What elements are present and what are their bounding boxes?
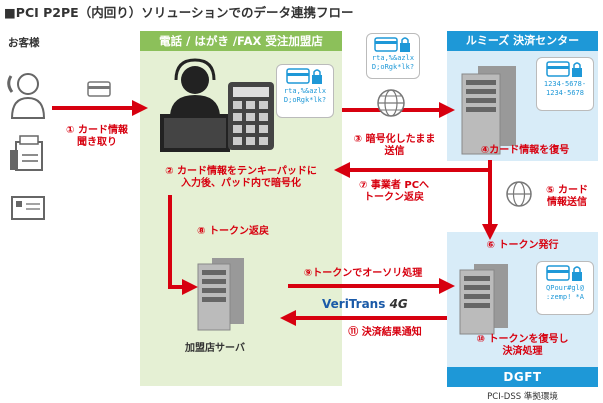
step-5-line-2: 情報送信 xyxy=(547,197,587,208)
center-bubble: 1234-5678- 1234-5678 xyxy=(536,57,594,111)
keypad-icon xyxy=(228,82,274,150)
agent-cipher-1: rta,%&azlx xyxy=(283,87,327,95)
step-3-label: ③ 暗号化したまま 送信 xyxy=(342,134,447,158)
globe-icon-right xyxy=(506,181,532,207)
center-box-label: ルミーズ 決済センター xyxy=(447,31,598,51)
card-lock-icon xyxy=(546,265,582,281)
step-2-label: ② カード情報をテンキーパッドに 入力後、パッド内で暗号化 xyxy=(140,166,342,190)
step-10-line-2: 決済処理 xyxy=(502,346,543,357)
step-6-label: ⑥ トークン発行 xyxy=(486,240,559,251)
agent-cipher-2: D;oRgk*lk? xyxy=(283,96,327,104)
pci-dss-label: PCI-DSS 準拠環境 xyxy=(487,392,558,402)
step-10-line-1: ⑩ トークンを復号し xyxy=(476,334,569,345)
operator-icon xyxy=(160,58,230,152)
step-9-label: ⑨トークンでオーソリ処理 xyxy=(303,268,423,279)
veritrans-name: VeriTrans xyxy=(322,297,386,311)
postcard-icon xyxy=(11,196,45,220)
step-2-line-1: ② カード情報をテンキーパッドに xyxy=(165,166,317,177)
step-7-line-2: トークン返戻 xyxy=(364,192,424,203)
customer-label: お客様 xyxy=(8,37,40,49)
card-lock-icon xyxy=(286,68,322,84)
step-10-label: ⑩ トークンを復号し 決済処理 xyxy=(447,334,598,358)
dgft-cipher-1: QPour#gl@ xyxy=(546,284,584,292)
card-lock-icon xyxy=(374,37,410,52)
store-box-label: 電話 / はがき /FAX 受注加盟店 xyxy=(140,31,342,51)
step-8-label: ⑧ トークン返戻 xyxy=(197,226,269,237)
mid-cipher-1: rta,%&azlx xyxy=(371,54,415,62)
step-5-label: ⑤ カード 情報送信 xyxy=(534,185,600,209)
step-7-line-1: ⑦ 事業者 PCへ xyxy=(358,180,430,191)
step-3-line-1: ③ 暗号化したまま xyxy=(353,134,436,145)
card-lock-icon xyxy=(546,61,582,77)
page-title: ■PCI P2PE（内回り）ソリューションでのデータ連携フロー xyxy=(4,5,354,20)
veritrans-suffix: 4G xyxy=(389,297,408,311)
step-5-line-1: ⑤ カード xyxy=(546,185,588,196)
center-plain-2: 1234-5678 xyxy=(546,89,584,97)
step-7-label: ⑦ 事業者 PCへ トークン返戻 xyxy=(344,180,444,204)
step-2-line-2: 入力後、パッド内で暗号化 xyxy=(181,178,301,189)
dgft-cipher-2: :zemp! *A xyxy=(546,293,584,301)
veritrans-logo: VeriTrans 4G xyxy=(322,297,408,311)
center-server-icon xyxy=(461,66,516,155)
dgft-server-icon xyxy=(459,264,508,335)
dgft-bubble: QPour#gl@ :zemp! *A xyxy=(536,261,594,315)
step-3-line-2: 送信 xyxy=(384,146,405,157)
store-server-icon xyxy=(197,258,244,331)
store-server-label: 加盟店サーバ xyxy=(185,343,245,354)
fax-machine-icon xyxy=(10,135,43,171)
step-1-line-2: 聞き取り xyxy=(77,137,117,148)
step-1-label: ① カード情報 聞き取り xyxy=(54,125,140,149)
card-small-icon xyxy=(87,81,111,97)
globe-icon-top xyxy=(377,89,405,117)
customer-person-icon xyxy=(7,73,46,119)
center-plain-1: 1234-5678- xyxy=(543,80,587,88)
mid-bubble: rta,%&azlx D;oRgk*lk? xyxy=(366,33,420,79)
agent-bubble: rta,%&azlx D;oRgk*lk? xyxy=(276,64,334,118)
step-1-line-1: ① カード情報 xyxy=(66,125,128,136)
step-4-label: ④カード情報を復号 xyxy=(480,145,570,156)
dgft-label: DGFT xyxy=(447,367,598,387)
step-11-label: ⑪ 決済結果通知 xyxy=(348,327,422,338)
mid-cipher-2: D;oRgk*lk? xyxy=(371,63,415,71)
